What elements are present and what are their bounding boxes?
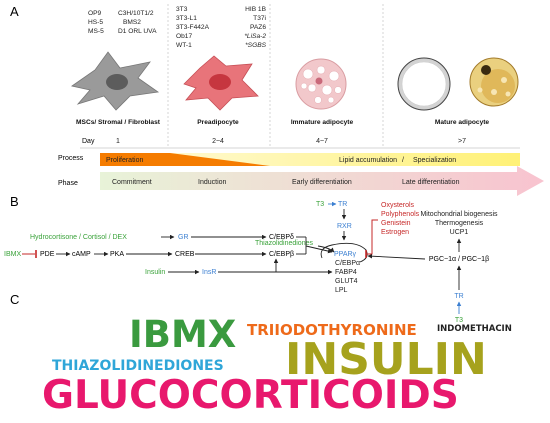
tr-bottom-label: TR bbox=[454, 293, 463, 300]
bracket-to-ppar-arrow bbox=[305, 245, 333, 254]
preadipocyte-cell-illustration bbox=[183, 55, 259, 111]
t3-top-label: T3 bbox=[316, 201, 324, 208]
day-value: 2~4 bbox=[212, 138, 224, 145]
tzd-to-ppar-arrow bbox=[317, 245, 335, 253]
cell-line: MS-5 bbox=[88, 28, 104, 35]
cell-line: 3T3 bbox=[176, 6, 188, 13]
stage-label: Immature adipocyte bbox=[291, 119, 354, 126]
insulin-label: Insulin bbox=[145, 269, 165, 276]
inhibitor-label: Oxysterols bbox=[381, 202, 415, 209]
camp-label: cAMP bbox=[72, 251, 91, 258]
phase-arrow bbox=[100, 166, 544, 196]
target-gene: C/EBPα bbox=[335, 260, 360, 267]
proliferation-taper bbox=[170, 153, 270, 166]
cell-lines: OP9 HS-5 MS-5 C3H/10T1/2 BMS2 D1 ORL UVA… bbox=[88, 6, 267, 49]
gr-label: GR bbox=[178, 234, 189, 241]
stage-label: Preadipocyte bbox=[197, 119, 239, 126]
cell-line: C3H/10T1/2 bbox=[118, 10, 154, 17]
cell-line: 3T3-L1 bbox=[176, 15, 197, 22]
word-ibmx: IBMX bbox=[129, 313, 237, 356]
insr-label: InsR bbox=[202, 269, 216, 276]
t3-bottom-label: T3 bbox=[455, 317, 463, 324]
process-label: Proliferation bbox=[106, 157, 143, 164]
mito-effect: Thermogenesis bbox=[435, 220, 484, 227]
phase-label: Commitment bbox=[112, 179, 152, 186]
process-label: Lipid accumulation bbox=[339, 157, 397, 164]
creb-label: CREB bbox=[175, 251, 195, 258]
cell-line: 3T3-F442A bbox=[176, 24, 210, 31]
cebp-beta-label: C/EBPβ bbox=[269, 251, 294, 258]
immature-adipocyte-illustration bbox=[295, 58, 347, 110]
day-row-label: Day bbox=[82, 138, 95, 145]
word-insulin: INSULIN bbox=[285, 334, 487, 385]
mature-adipocyte-illustration bbox=[397, 57, 519, 111]
inhibitor-label: Polyphenols bbox=[381, 211, 420, 218]
hydrocortisone-label: Hydrocortisone / Cortisol / DEX bbox=[30, 234, 127, 241]
cell-line: *SGBS bbox=[245, 42, 266, 49]
word-thiazolidinediones: THIAZOLIDINEDIONES bbox=[52, 358, 224, 374]
stage-label: MSCs/ Stromal / Fibroblast bbox=[76, 119, 161, 126]
mito-effect: Mitochondrial biogenesis bbox=[420, 211, 498, 218]
stage-label: Mature adipocyte bbox=[435, 119, 490, 126]
ppar-gamma-label: PPARγ bbox=[334, 251, 357, 258]
phase-label: Late differentiation bbox=[402, 179, 460, 186]
tr-top-label: TR bbox=[338, 201, 347, 208]
cebp-to-ppar-bracket bbox=[296, 236, 307, 255]
stage-separators bbox=[167, 4, 384, 148]
inhibitor-line bbox=[366, 219, 378, 255]
rxr-label: RXR bbox=[337, 223, 352, 230]
target-gene: GLUT4 bbox=[335, 278, 358, 285]
cell-line: HS-5 bbox=[88, 19, 103, 26]
cell-line: WT-1 bbox=[176, 42, 192, 49]
day-value: 1 bbox=[116, 138, 120, 145]
proliferation-band bbox=[100, 153, 170, 166]
inhibitor-label: Estrogen bbox=[381, 229, 409, 236]
tzd-label: Thiazolidinediones bbox=[255, 240, 313, 247]
cell-line: T37i bbox=[253, 15, 266, 22]
cebp-delta-label: C/EBPδ bbox=[269, 234, 294, 241]
day-value: >7 bbox=[458, 138, 466, 145]
target-gene: FABP4 bbox=[335, 269, 357, 276]
inhibitor-label: Genistein bbox=[381, 220, 411, 227]
ibmx-label: IBMX bbox=[4, 251, 21, 258]
target-gene: LPL bbox=[335, 287, 348, 294]
pgc-to-ppar-arrow bbox=[367, 253, 426, 260]
cell-line: HIB 1B bbox=[245, 6, 266, 13]
fibroblast-cell-illustration bbox=[71, 51, 160, 111]
day-value: 4~7 bbox=[316, 138, 328, 145]
panel-a-label: A bbox=[10, 4, 19, 19]
process-label: Specialization bbox=[413, 157, 456, 164]
panel-c-label: C bbox=[10, 292, 19, 307]
phase-label: Early differentiation bbox=[292, 179, 352, 186]
process-row-label: Process bbox=[58, 155, 84, 162]
word-triiodothyronine: TRIIODOTHYRONINE bbox=[247, 321, 417, 339]
pde-label: PDE bbox=[40, 251, 55, 258]
word-indomethacin: INDOMETHACIN bbox=[437, 324, 512, 334]
pgc-label: PGC−1α / PGC−1β bbox=[429, 256, 489, 263]
cell-line: OP9 bbox=[88, 10, 102, 17]
mito-effect: UCP1 bbox=[450, 229, 469, 236]
cell-line: BMS2 bbox=[123, 19, 141, 26]
cell-line: Ob17 bbox=[176, 33, 192, 40]
pka-label: PKA bbox=[110, 251, 124, 258]
process-label: / bbox=[402, 157, 404, 164]
word-glucocorticoids: GLUCOCORTICOIDS bbox=[42, 373, 459, 418]
cell-line: PAZ6 bbox=[250, 24, 266, 31]
phase-label: Induction bbox=[198, 179, 227, 186]
cell-line: D1 ORL UVA bbox=[118, 28, 157, 35]
cell-line: *LiSa-2 bbox=[244, 33, 266, 40]
panel-b-label: B bbox=[10, 194, 19, 209]
phase-row-label: Phase bbox=[58, 180, 78, 187]
